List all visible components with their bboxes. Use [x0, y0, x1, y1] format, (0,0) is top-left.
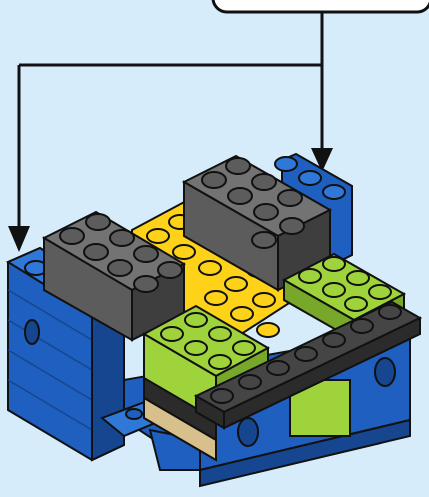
callout-box [211, 0, 429, 14]
arrow-down-icon [8, 226, 30, 252]
green-plate-right [281, 252, 407, 342]
arrow-guides [17, 12, 324, 228]
black-plate-front [193, 300, 423, 430]
gray-brick-right [181, 154, 333, 292]
arrow-down-icon [311, 148, 333, 172]
